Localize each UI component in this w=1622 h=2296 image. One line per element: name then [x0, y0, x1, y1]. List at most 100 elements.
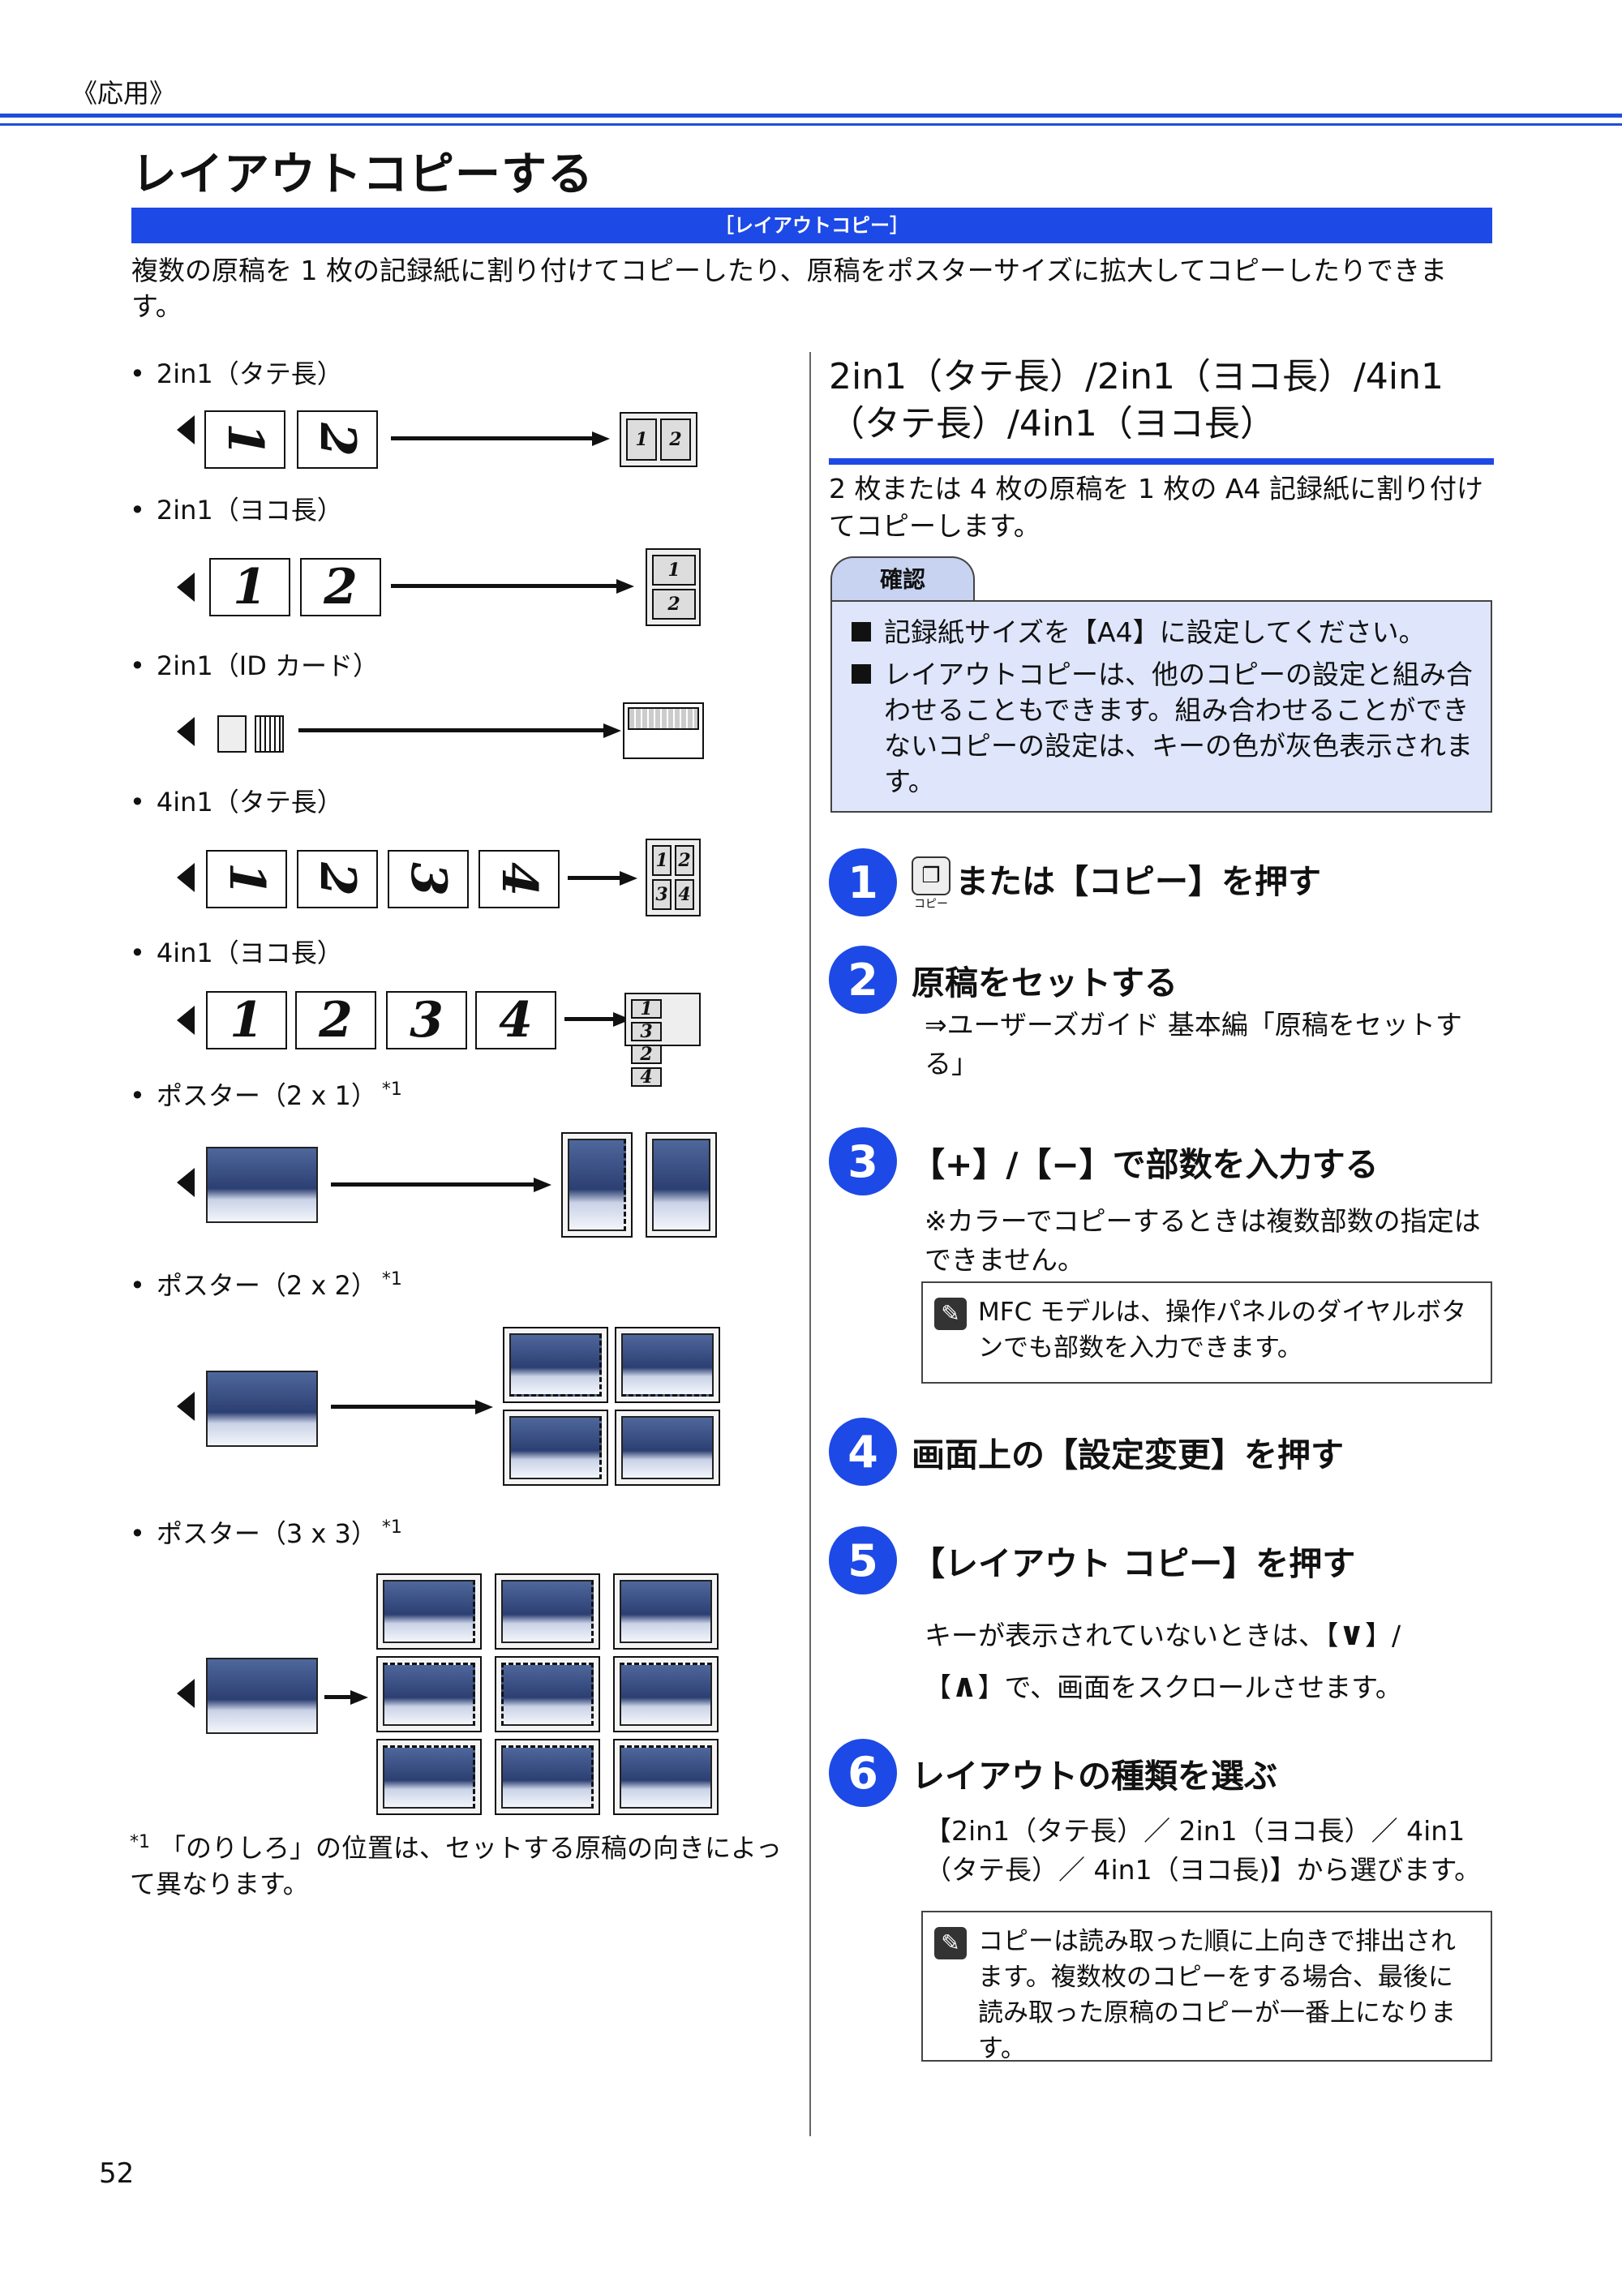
arrow-line [568, 876, 621, 880]
breadcrumb: 《応用》 [71, 78, 176, 109]
step-1: 1 ❐コピーまたは【コピー】を押す [829, 848, 1321, 916]
arrow-line [564, 1017, 615, 1021]
list-item-poster-3x3: ポスター（3 x 3）*1 [130, 1513, 402, 1551]
list-item-poster-2x2: ポスター（2 x 2）*1 [130, 1265, 402, 1302]
page-box-1: 1 [209, 558, 290, 616]
step-2: 2 原稿をセットする [829, 946, 1178, 1014]
step-4: 4 画面上の【設定変更】を押す [829, 1418, 1344, 1486]
chevron-up-icon: ∧ [951, 1667, 978, 1705]
arrowhead-icon [177, 1392, 195, 1421]
poster-piece [615, 1410, 720, 1486]
step-title: 【+】/【−】で部数を入力する [912, 1145, 1379, 1184]
poster-piece [503, 1327, 608, 1403]
step-title: 画面上の【設定変更】を押す [912, 1436, 1344, 1474]
step-2-body: ⇒ユーザーズガイド 基本編「原稿をセットする」 [925, 1009, 1462, 1079]
poster-piece [615, 1327, 720, 1403]
arrowhead-icon [177, 1679, 195, 1708]
poster-piece [613, 1656, 719, 1732]
step-number: 5 [829, 1526, 897, 1594]
section-heading: 2in1（タテ長）/2in1（ヨコ長）/4in1（タテ長）/4in1（ヨコ長） [829, 356, 1444, 444]
original-photo [206, 1658, 318, 1734]
pencil-note-icon: ✎ [934, 1298, 967, 1330]
arrow-right-icon [592, 431, 610, 446]
step-title: 【レイアウト コピー】を押す [912, 1544, 1356, 1583]
id-card-front-icon [217, 715, 247, 753]
header-rule-thin [0, 123, 1622, 126]
list-item-2in1-id-card: 2in1（ID カード） [130, 646, 379, 683]
arrow-right-icon [603, 723, 621, 738]
result-sheet-id-card [623, 702, 704, 759]
step-6-body: 【2in1（タテ長）／ 2in1（ヨコ長）／ 4in1（タテ長）／ 4in1（ヨ… [925, 1815, 1482, 1886]
arrowhead-icon [177, 415, 195, 444]
arrow-line [391, 584, 618, 588]
page-box-1: 1 [204, 410, 285, 469]
page-box-1: 1 [206, 991, 287, 1049]
confirm-item: 記録紙サイズを【A4】に設定してください。 [852, 615, 1474, 650]
step-3-body: ※カラーでコピーするときは複数部数の指定はできません。 [925, 1205, 1481, 1276]
poster-piece [495, 1739, 600, 1815]
original-photo [206, 1147, 318, 1223]
page-box-2: 2 [297, 850, 378, 908]
step-number: 1 [829, 848, 897, 916]
step-6-memo: ✎コピーは読み取った順に上向きで排出されます。複数枚のコピーをする場合、最後に読… [921, 1911, 1492, 2063]
step-title: または【コピー】を押す [955, 861, 1321, 901]
poster-piece [646, 1132, 717, 1238]
page-box-3: 3 [386, 991, 467, 1049]
section-bar: ［レイアウトコピー］ [131, 208, 1492, 243]
arrow-right-icon [350, 1690, 368, 1705]
page-number: 52 [99, 2157, 135, 2190]
arrowhead-icon [177, 1006, 195, 1035]
list-item-4in1-portrait: 4in1（タテ長） [130, 782, 343, 819]
step-title: 原稿をセットする [912, 963, 1178, 1002]
poster-piece [561, 1132, 633, 1238]
chevron-down-icon: ∨ [1338, 1616, 1365, 1653]
step-number: 3 [829, 1127, 897, 1195]
header-rule [0, 114, 1622, 118]
list-item-poster-2x1: ポスター（2 x 1）*1 [130, 1075, 402, 1113]
arrowhead-icon [177, 717, 195, 746]
column-divider [809, 352, 811, 2136]
bullet-square-icon [852, 622, 871, 642]
arrow-line [391, 436, 594, 440]
step-title: レイアウトの種類を選ぶ [912, 1757, 1277, 1796]
poster-piece [376, 1739, 482, 1815]
step-5: 5 【レイアウト コピー】を押す [829, 1526, 1355, 1594]
page-box-2: 2 [300, 558, 381, 616]
arrow-right-icon [475, 1400, 493, 1414]
id-card-back-icon [255, 715, 284, 753]
bullet-square-icon [852, 664, 871, 684]
page-box-4: 4 [475, 991, 556, 1049]
step-5-body: キーが表示されていないときは、【∨】/ 【∧】で、画面をスクロールさせます。 [925, 1616, 1402, 1705]
step-number: 6 [829, 1739, 897, 1807]
pencil-note-icon: ✎ [934, 1927, 967, 1959]
poster-piece [495, 1656, 600, 1732]
poster-piece [495, 1573, 600, 1650]
step-6: 6 レイアウトの種類を選ぶ [829, 1739, 1277, 1807]
page-box-2: 2 [295, 991, 376, 1049]
step-3: 3 【+】/【−】で部数を入力する [829, 1127, 1379, 1195]
arrow-line [331, 1405, 477, 1409]
step-3-memo: ✎MFC モデルは、操作パネルのダイヤルボタンでも部数を入力できます。 [921, 1281, 1492, 1384]
page-box-4: 4 [478, 850, 560, 908]
page-box-1: 1 [206, 850, 287, 908]
confirm-box: 記録紙サイズを【A4】に設定してください。 レイアウトコピーは、他のコピーの設定… [830, 600, 1492, 813]
arrow-right-icon [616, 579, 634, 594]
arrowhead-icon [177, 1168, 195, 1197]
poster-piece [613, 1573, 719, 1650]
page-title: レイアウトコピーする [131, 148, 594, 201]
page-box-2: 2 [297, 410, 378, 469]
arrow-line [298, 728, 605, 732]
copy-key-icon: ❐コピー [912, 856, 950, 912]
arrow-line [331, 1182, 535, 1187]
arrowhead-icon [177, 863, 195, 892]
list-item-2in1-portrait: 2in1（タテ長） [130, 354, 343, 391]
arrowhead-icon [177, 573, 195, 602]
intro-text: 複数の原稿を 1 枚の記録紙に割り付けてコピーしたり、原稿をポスターサイズに拡大… [131, 255, 1448, 322]
poster-piece [613, 1739, 719, 1815]
arrow-right-icon [534, 1178, 551, 1192]
list-item-4in1-landscape: 4in1（ヨコ長） [130, 933, 343, 970]
